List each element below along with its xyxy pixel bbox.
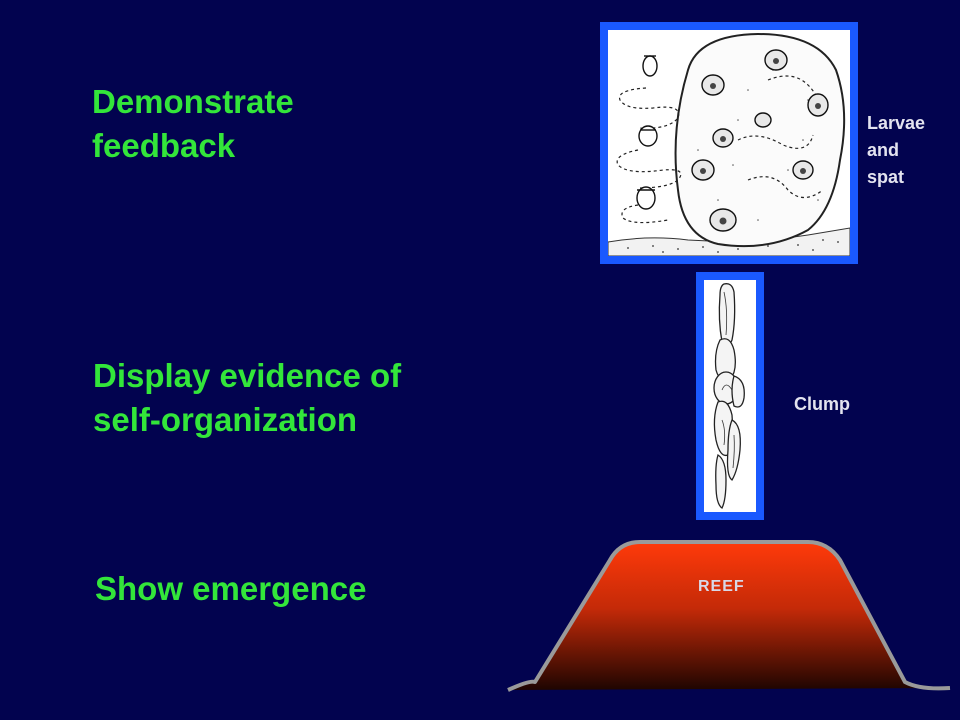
clump-illustration: [696, 272, 764, 520]
reef-shape: [507, 540, 951, 692]
reef-mound: [507, 540, 951, 692]
clump-drawing: [713, 283, 745, 509]
headline-self-organization: Display evidence of self-organization: [93, 357, 402, 438]
reef-label: REEF: [698, 578, 745, 595]
larvae-and-spat-label: Larvae and spat: [867, 113, 926, 187]
headline-show-emergence: Show emergence: [95, 570, 367, 607]
headline-demonstrate-feedback: Demonstrate feedback: [92, 83, 294, 164]
larvae-spat-illustration: [600, 22, 858, 264]
clump-label: Clump: [794, 394, 850, 414]
larvae-spat-drawing: [608, 32, 850, 256]
